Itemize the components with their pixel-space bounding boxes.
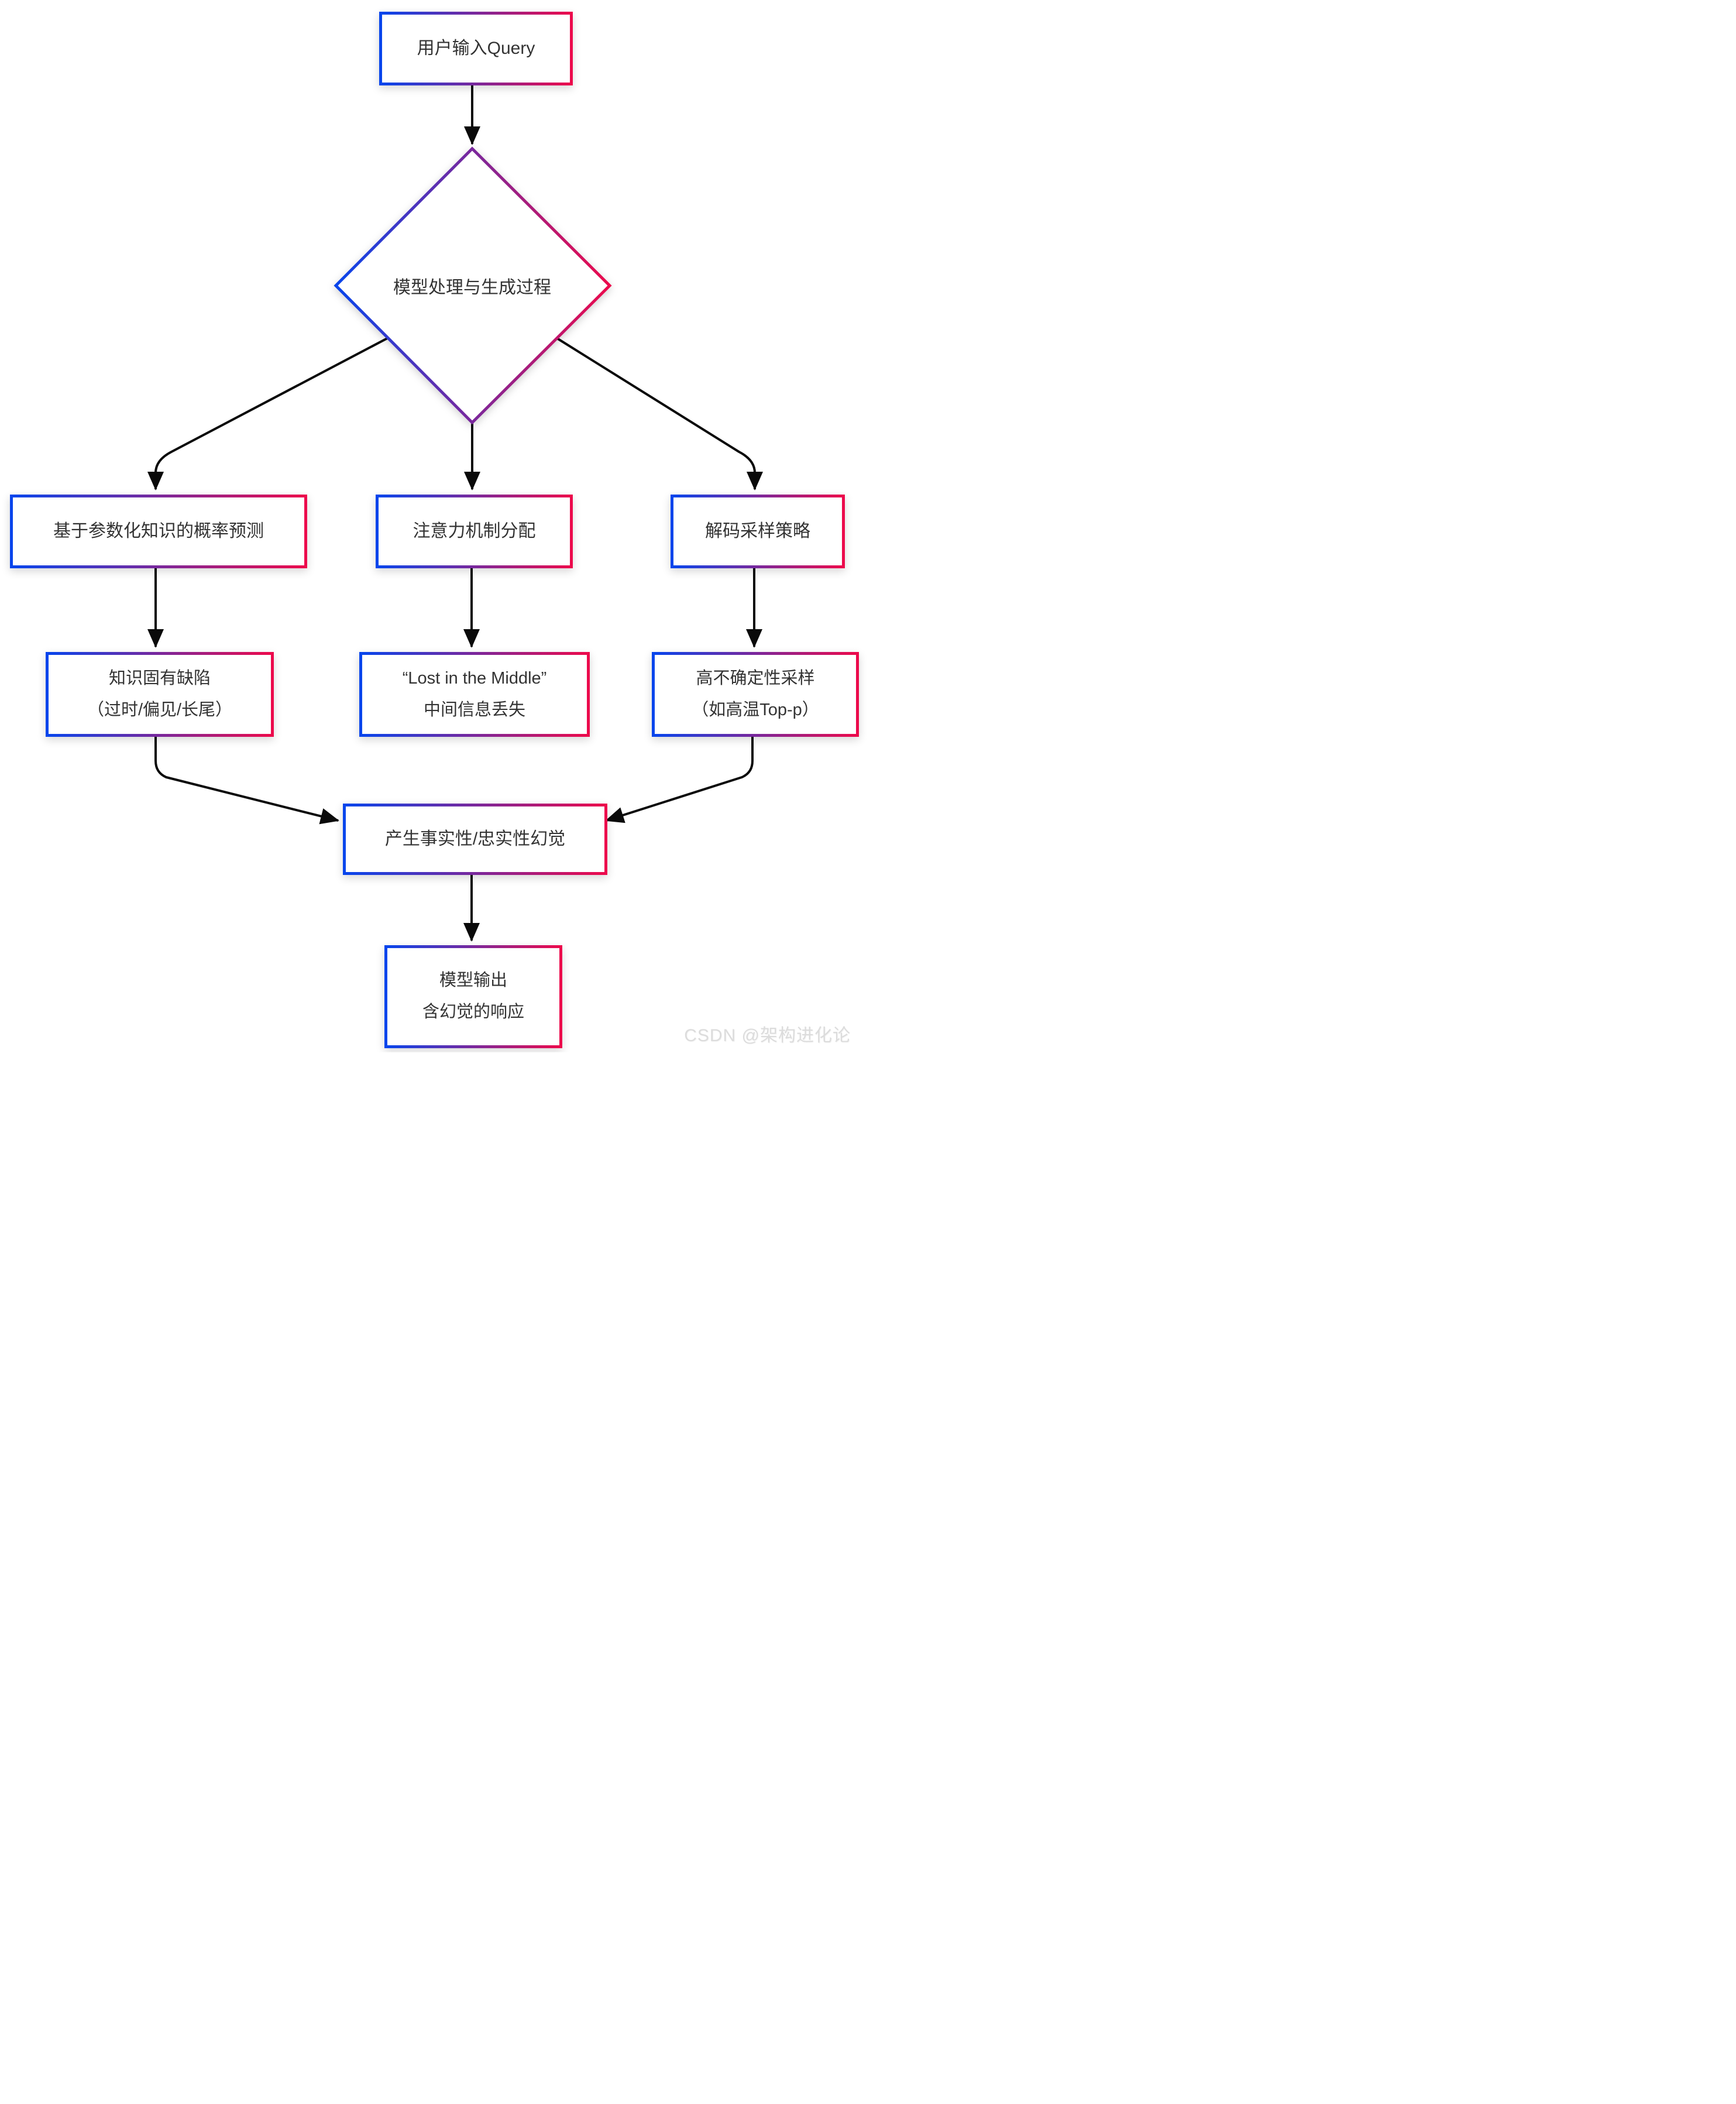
node-decoding-strategy-label: 解码采样策略: [705, 521, 810, 541]
decision-text: 模型处理与生成过程: [393, 278, 551, 297]
node-parametric-probability-label: 基于参数化知识的概率预测: [53, 521, 264, 541]
arrow-decision-to-decoding: [556, 337, 763, 490]
node-lost-in-the-middle: “Lost in the Middle” 中间信息丢失: [359, 652, 590, 737]
flowchart-connectors: [147, 80, 763, 942]
node-high-uncertainty-sampling-line1: 高不确定性采样: [696, 668, 815, 688]
node-lost-in-the-middle-line2: 中间信息丢失: [423, 700, 525, 719]
node-knowledge-defect-line2: （过时/偏见/长尾）: [87, 700, 233, 719]
node-lost-in-the-middle-line1: “Lost in the Middle”: [402, 668, 547, 688]
node-high-uncertainty-sampling: 高不确定性采样 （如高温Top-p）: [652, 652, 859, 737]
node-knowledge-defect: 知识固有缺陷 （过时/偏见/长尾）: [46, 652, 274, 737]
node-knowledge-defect-line1: 知识固有缺陷: [108, 668, 211, 688]
node-hallucination-label: 产生事实性/忠实性幻觉: [384, 829, 566, 849]
decision-label: 模型处理与生成过程: [361, 273, 583, 298]
node-high-uncertainty-sampling-line2: （如高温Top-p）: [692, 700, 819, 719]
node-attention-allocation: 注意力机制分配: [376, 495, 573, 568]
arrow-knowledge-defect-to-hallucination: [154, 731, 339, 825]
node-hallucination: 产生事实性/忠实性幻觉: [343, 804, 607, 875]
node-model-output-line1: 模型输出: [439, 971, 507, 990]
node-model-output: 模型输出 含幻觉的响应: [384, 945, 562, 1048]
node-parametric-probability: 基于参数化知识的概率预测: [10, 495, 307, 568]
node-user-query-label: 用户输入Query: [417, 39, 535, 59]
decision-diamond: [334, 146, 612, 425]
flowchart-canvas: 模型处理与生成过程 用户输入Query 基于参数化知识的概率预测 注意力机制分配…: [0, 0, 868, 1052]
node-user-query: 用户输入Query: [379, 12, 573, 85]
csdn-watermark-text: CSDN @架构进化论: [684, 1026, 851, 1045]
node-model-output-line2: 含幻觉的响应: [422, 1003, 524, 1021]
node-attention-allocation-label: 注意力机制分配: [412, 521, 536, 541]
arrow-uncertain-sampling-to-hallucination: [605, 731, 754, 823]
csdn-watermark: CSDN @架构进化论: [684, 1021, 851, 1046]
node-decoding-strategy: 解码采样策略: [671, 495, 845, 568]
arrow-decision-to-prob: [147, 337, 388, 490]
